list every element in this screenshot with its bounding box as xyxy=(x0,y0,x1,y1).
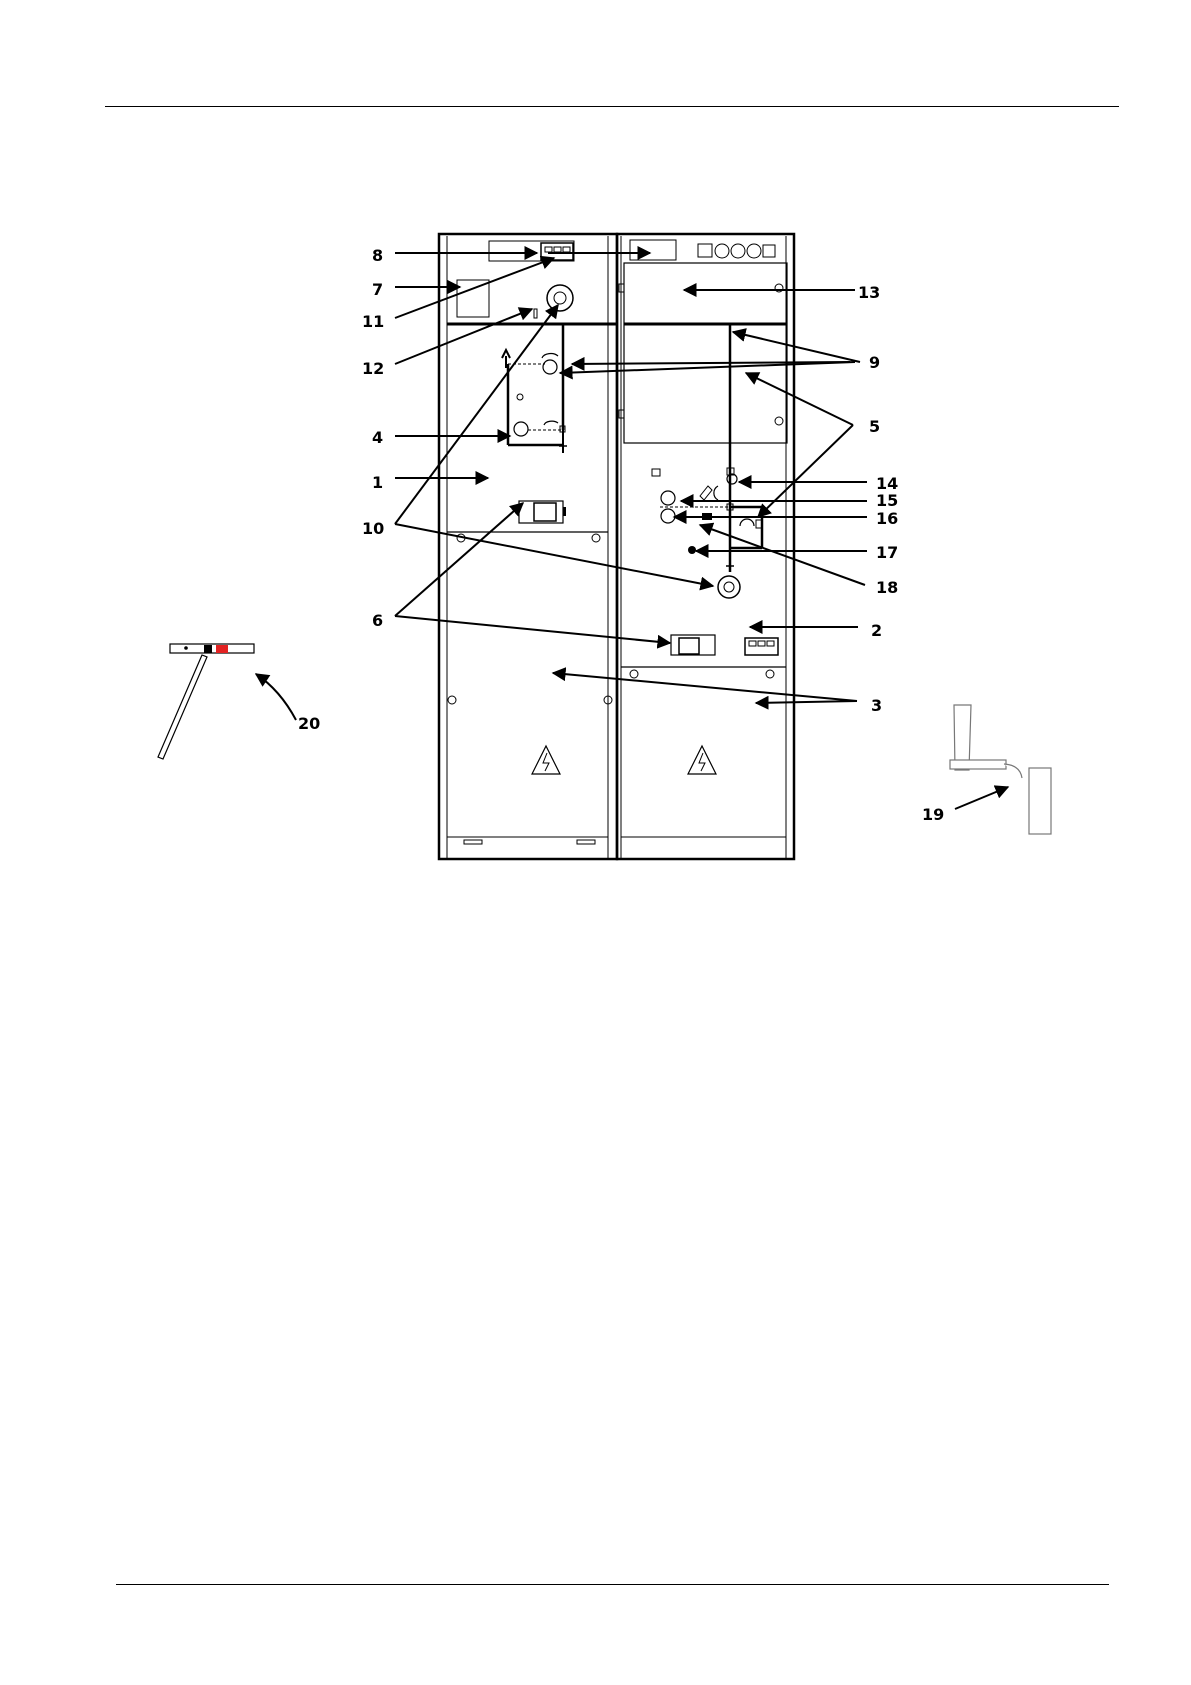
callout-16: 16 xyxy=(876,509,898,528)
callout-13: 13 xyxy=(858,283,880,302)
callout-19: 19 xyxy=(922,805,944,824)
operating-lever-tool xyxy=(158,644,254,759)
callout-9: 9 xyxy=(869,353,880,372)
callout-18: 18 xyxy=(876,578,898,597)
callout-1: 1 xyxy=(372,473,383,492)
callout-3: 3 xyxy=(871,696,882,715)
right-cubicle xyxy=(617,234,794,859)
callout-5: 5 xyxy=(869,417,880,436)
callout-6: 6 xyxy=(372,611,383,630)
crank-handle-tool xyxy=(950,705,1051,834)
callout-2: 2 xyxy=(871,621,882,640)
callout-17: 17 xyxy=(876,543,898,562)
callout-10: 10 xyxy=(362,519,384,538)
callout-7: 7 xyxy=(372,280,383,299)
callout-20: 20 xyxy=(298,714,320,733)
left-cubicle xyxy=(439,234,617,859)
callout-12: 12 xyxy=(362,359,384,378)
callout-15: 15 xyxy=(876,491,898,510)
callout-4: 4 xyxy=(372,428,383,447)
callout-8: 8 xyxy=(372,246,383,265)
callout-11: 11 xyxy=(362,312,384,331)
